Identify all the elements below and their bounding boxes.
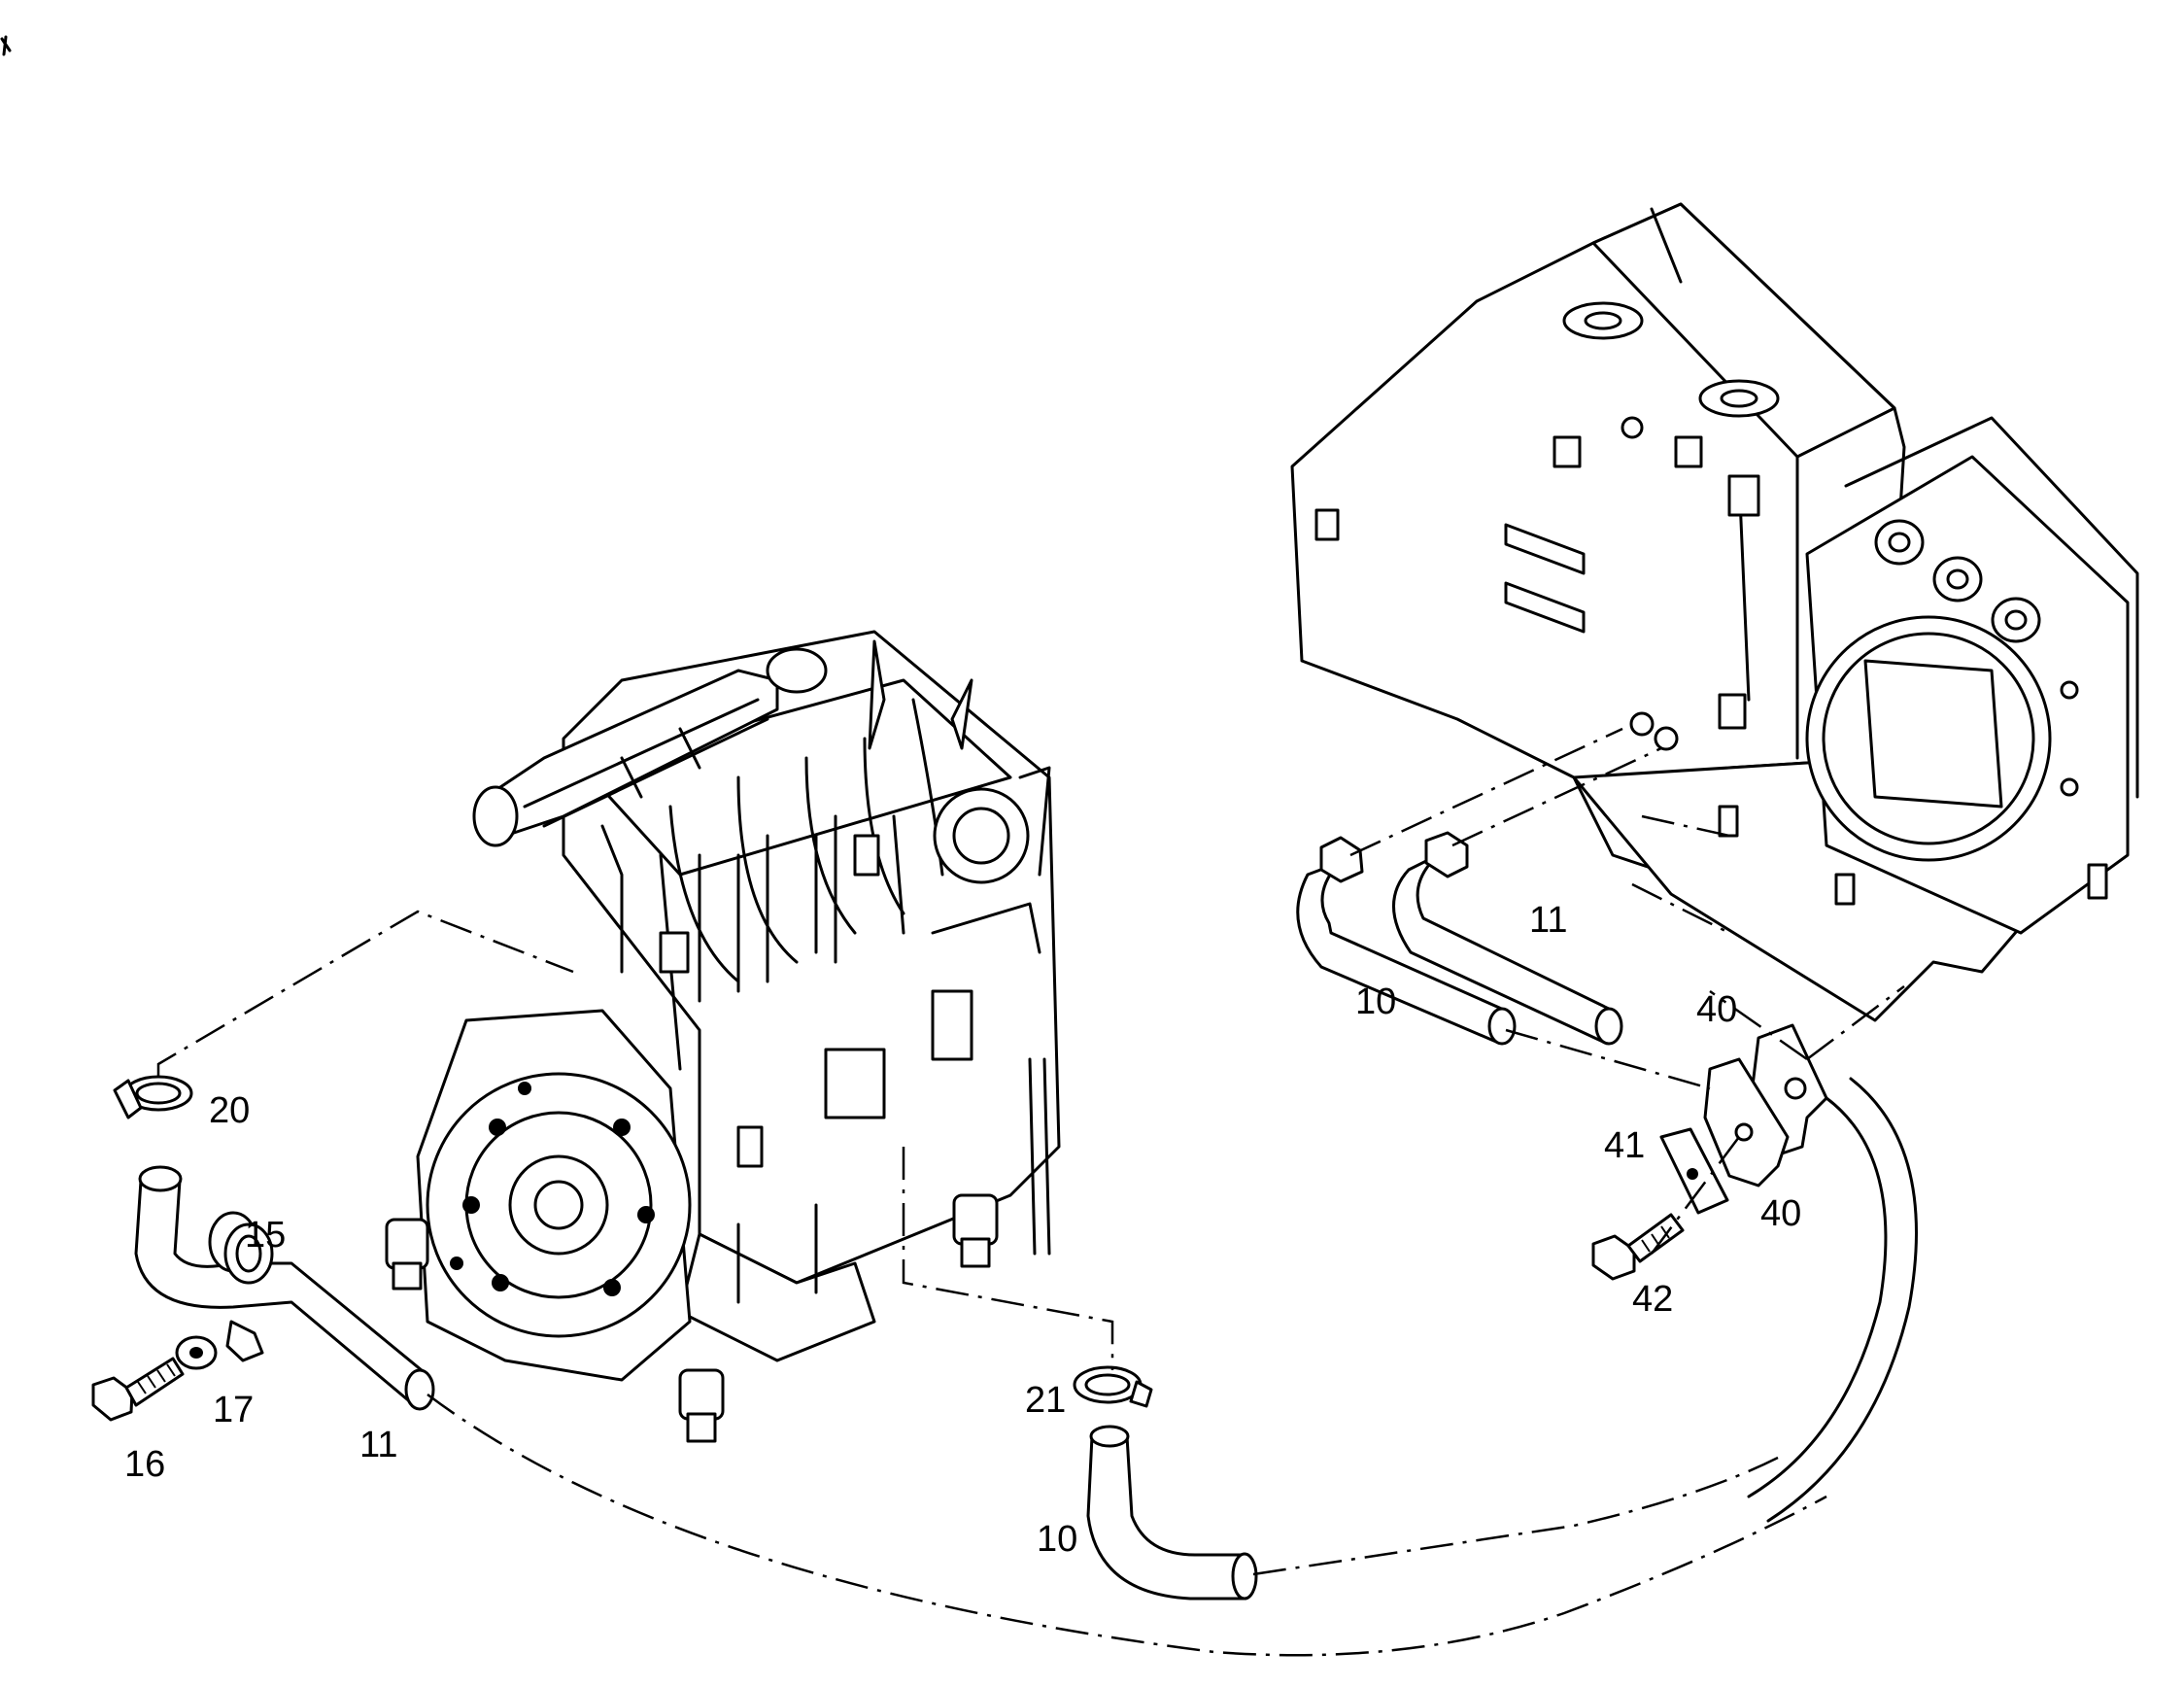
callout-15: 15 bbox=[245, 1215, 287, 1256]
flywheel-housing bbox=[416, 1009, 692, 1382]
callout-20: 20 bbox=[209, 1090, 251, 1131]
plate-41 bbox=[1659, 1127, 1729, 1215]
callout-40-upper: 40 bbox=[1696, 989, 1738, 1030]
scan-mark bbox=[0, 35, 12, 56]
sleeve-15 bbox=[208, 1211, 274, 1362]
clamp-21 bbox=[1073, 1365, 1153, 1408]
washer-17 bbox=[175, 1335, 218, 1370]
bracket-40 bbox=[1703, 1023, 1828, 1188]
clamp-20 bbox=[113, 1075, 193, 1119]
callout-40-lower: 40 bbox=[1760, 1193, 1802, 1234]
leader-lines bbox=[156, 727, 1905, 1657]
callout-42: 42 bbox=[1632, 1279, 1674, 1320]
callout-21: 21 bbox=[1025, 1380, 1067, 1421]
callout-41: 41 bbox=[1604, 1125, 1646, 1166]
engine-mounts bbox=[385, 1193, 999, 1443]
hose-11-lower bbox=[134, 1165, 435, 1411]
radiator-shroud-assembly bbox=[1290, 202, 2139, 1022]
callout-10-lower: 10 bbox=[1037, 1519, 1078, 1560]
bolt-16 bbox=[91, 1357, 185, 1422]
bolt-42 bbox=[1591, 1213, 1685, 1281]
engine-block bbox=[472, 630, 1061, 1362]
callout-16: 16 bbox=[124, 1444, 166, 1485]
hose-10-upper bbox=[1296, 836, 1517, 1046]
callout-10-upper: 10 bbox=[1355, 981, 1397, 1022]
hose-long-loop bbox=[1747, 1077, 1918, 1523]
hose-10-lower bbox=[1086, 1425, 1258, 1601]
callout-17: 17 bbox=[213, 1390, 255, 1430]
callout-11-upper: 11 bbox=[1529, 900, 1568, 941]
callout-11-lower: 11 bbox=[359, 1425, 398, 1465]
